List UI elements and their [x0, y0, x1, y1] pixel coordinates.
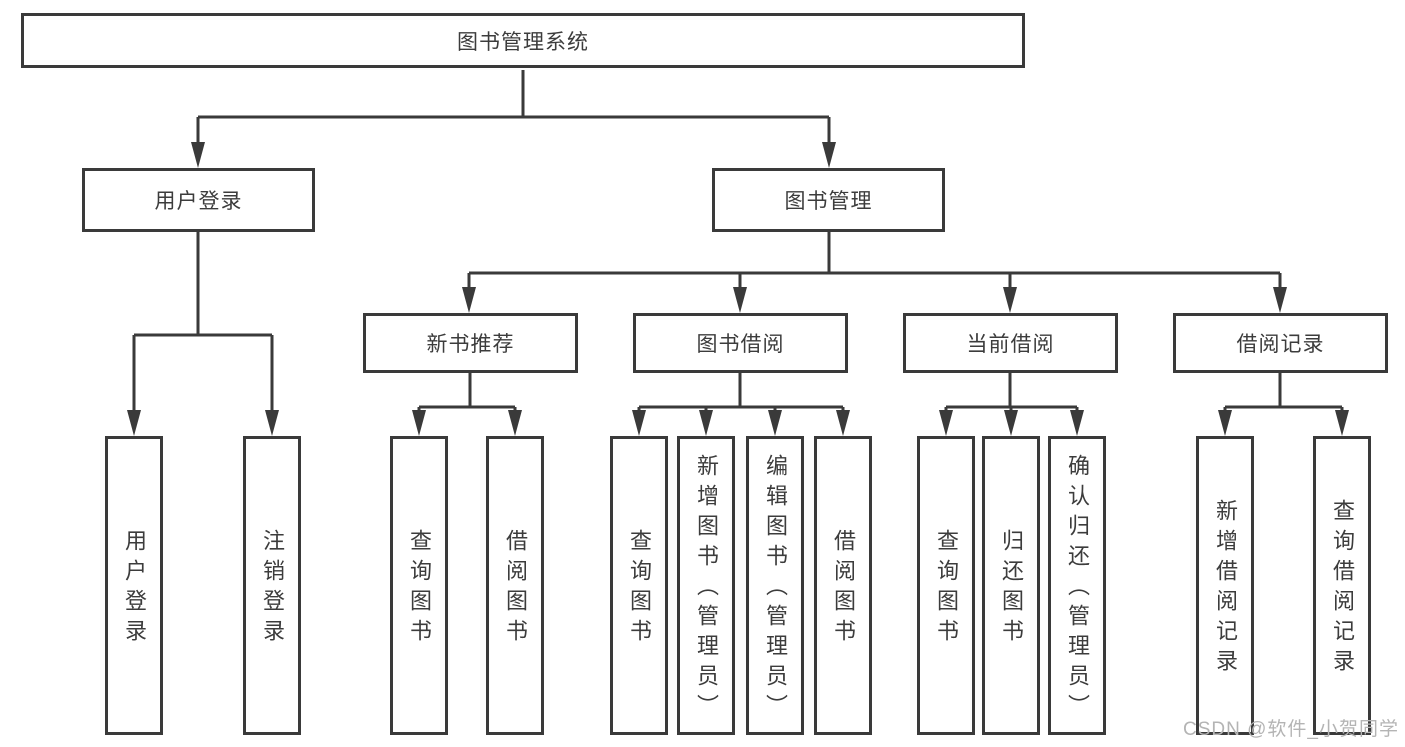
- leaf-br-add-record: 新增借阅记录: [1196, 436, 1254, 735]
- leaf-br-query-record: 查询借阅记录: [1313, 436, 1371, 735]
- node-library-management-system: 图书管理系统: [21, 13, 1025, 68]
- node-current-borrow: 当前借阅: [903, 313, 1118, 373]
- csdn-watermark: CSDN @软件_小贺同学: [1183, 719, 1399, 740]
- leaf-bb-borrow-book: 借阅图书: [814, 436, 872, 735]
- leaf-nbr-query-book: 查询图书: [390, 436, 448, 735]
- leaf-bb-query-book: 查询图书: [610, 436, 668, 735]
- leaf-nbr-borrow-book: 借阅图书: [486, 436, 544, 735]
- leaf-logout-login: 注销登录: [243, 436, 301, 735]
- node-book-management: 图书管理: [712, 168, 945, 232]
- leaf-user-login: 用户登录: [105, 436, 163, 735]
- node-new-book-recommend: 新书推荐: [363, 313, 578, 373]
- leaf-cb-query-book: 查询图书: [917, 436, 975, 735]
- node-user-login: 用户登录: [82, 168, 315, 232]
- leaf-bb-add-book-admin: 新增图书（管理员）: [677, 436, 735, 735]
- node-book-borrow: 图书借阅: [633, 313, 848, 373]
- node-borrow-record: 借阅记录: [1173, 313, 1388, 373]
- leaf-bb-edit-book-admin: 编辑图书（管理员）: [746, 436, 804, 735]
- leaf-cb-return-book: 归还图书: [982, 436, 1040, 735]
- leaf-cb-confirm-return-admin: 确认归还（管理员）: [1048, 436, 1106, 735]
